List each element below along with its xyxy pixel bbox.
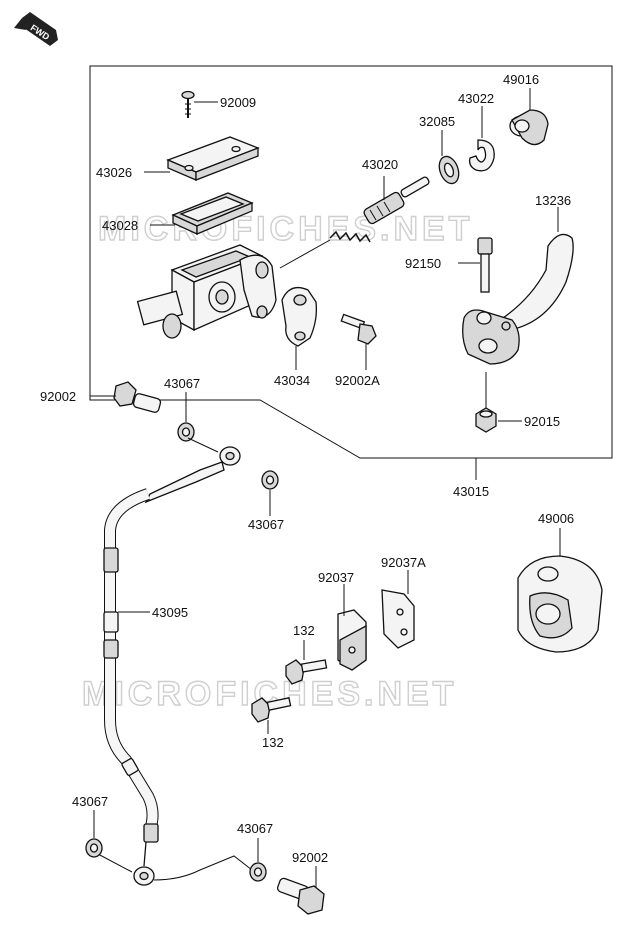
hose-guide-92037A [381,589,415,649]
watermark-top: MICROFICHES.NET [98,210,473,248]
label-132-a: 132 [293,623,315,638]
label-43020: 43020 [362,157,398,172]
label-43067-a: 43067 [164,376,200,391]
brake-hose-43095 [103,488,159,843]
dust-boot-49016 [509,109,549,146]
label-49006: 49006 [538,511,574,526]
master-cylinder-assembly-frame [89,65,613,459]
pivot-bolt-92150 [477,237,493,293]
label-92002-top: 92002 [40,389,76,404]
label-92015: 92015 [524,414,560,429]
washer-32085 [438,155,460,185]
bolt-132-b [251,697,292,723]
label-43028: 43028 [102,218,138,233]
circlip-43022 [468,139,495,172]
label-43095: 43095 [152,605,188,620]
bolt-92002A [340,313,377,345]
label-13236: 13236 [535,193,571,208]
hose-banjo-fitting-bottom [133,841,155,886]
label-92037A: 92037A [381,555,426,570]
hose-banjo-fitting-top [144,446,241,504]
piston-43020 [279,176,430,269]
banjo-bolt-92002-bottom [276,877,325,915]
label-92037: 92037 [318,570,354,585]
lever-13236 [462,233,574,365]
label-43067-c: 43067 [72,794,108,809]
label-92002-bottom: 92002 [292,850,328,865]
screw-92009 [181,90,195,118]
washer-43067-b [261,470,279,490]
banjo-bolt-92002-top [113,381,162,413]
label-43067-b: 43067 [248,517,284,532]
clamp-43034 [281,286,318,347]
washer-43067-d [249,862,267,882]
label-32085: 32085 [419,114,455,129]
label-43022: 43022 [458,91,494,106]
washer-43067-a [177,422,195,442]
master-cylinder-body [136,244,277,339]
label-49016: 49016 [503,72,539,87]
bolt-132-a [285,659,328,685]
label-43026: 43026 [96,165,132,180]
lever-guard-49006 [517,555,603,653]
label-132-b: 132 [262,735,284,750]
label-92009: 92009 [220,95,256,110]
label-43034: 43034 [274,373,310,388]
washer-43067-c [85,838,103,858]
label-43067-d: 43067 [237,821,273,836]
hose-guide-92037 [337,609,367,671]
label-92002A: 92002A [335,373,380,388]
label-43015: 43015 [453,484,489,499]
fwd-arrow-icon: FWD [14,12,58,46]
nut-92015 [475,407,497,433]
reservoir-cover-43026 [166,136,260,181]
label-92150: 92150 [405,256,441,271]
diaphragm-43028 [171,192,254,236]
